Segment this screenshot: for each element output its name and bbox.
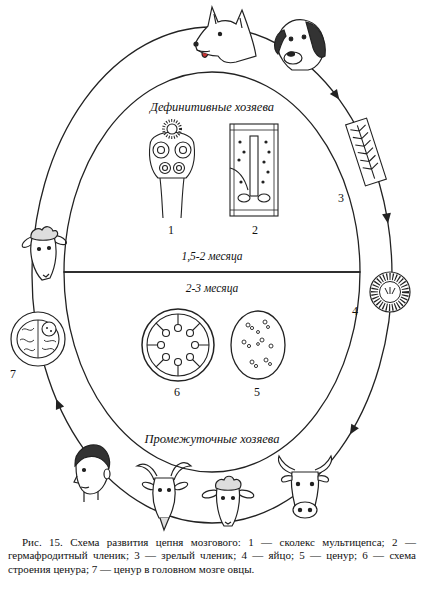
cycle-ring bbox=[32, 27, 392, 523]
cow-head bbox=[279, 456, 332, 518]
callout-number: 6 bbox=[174, 386, 180, 398]
brain-with-coenurus bbox=[11, 312, 65, 366]
coenurus-scheme bbox=[142, 309, 214, 381]
wolf-head bbox=[194, 7, 256, 63]
goat-head bbox=[137, 463, 191, 530]
egg bbox=[370, 272, 410, 312]
mature-segment bbox=[346, 118, 387, 186]
host-region: Дефинитивные хозяева 1,5-2 месяца bbox=[64, 72, 360, 272]
host-region: 2-3 месяцаПромежуточные хозяева bbox=[64, 272, 360, 472]
sheep-head bbox=[20, 227, 67, 280]
host-group-title: Промежуточные хозяева bbox=[64, 432, 360, 446]
callout-number: 3 bbox=[338, 192, 344, 204]
callout-number: 7 bbox=[10, 368, 16, 380]
sheep-head bbox=[201, 476, 254, 526]
callout-number: 1 bbox=[168, 224, 174, 236]
region-outline bbox=[64, 72, 360, 272]
callout-number: 4 bbox=[352, 305, 358, 317]
duration-label: 2-3 месяца bbox=[64, 282, 360, 295]
duration-label: 1,5-2 месяца bbox=[64, 250, 360, 263]
scolex bbox=[149, 121, 194, 219]
callout-number: 5 bbox=[254, 386, 260, 398]
dog-head bbox=[275, 20, 326, 70]
callout-number: 2 bbox=[252, 224, 258, 236]
cycle-arrows bbox=[56, 89, 391, 435]
region-outline bbox=[64, 272, 360, 472]
human-head bbox=[74, 445, 110, 502]
coenurus-bladder bbox=[231, 311, 285, 379]
hermaphrodite-segment bbox=[230, 124, 278, 216]
figure-caption: Рис. 15. Схема развития цепня мозгового:… bbox=[8, 536, 416, 576]
host-group-title: Дефинитивные хозяева bbox=[64, 100, 360, 114]
